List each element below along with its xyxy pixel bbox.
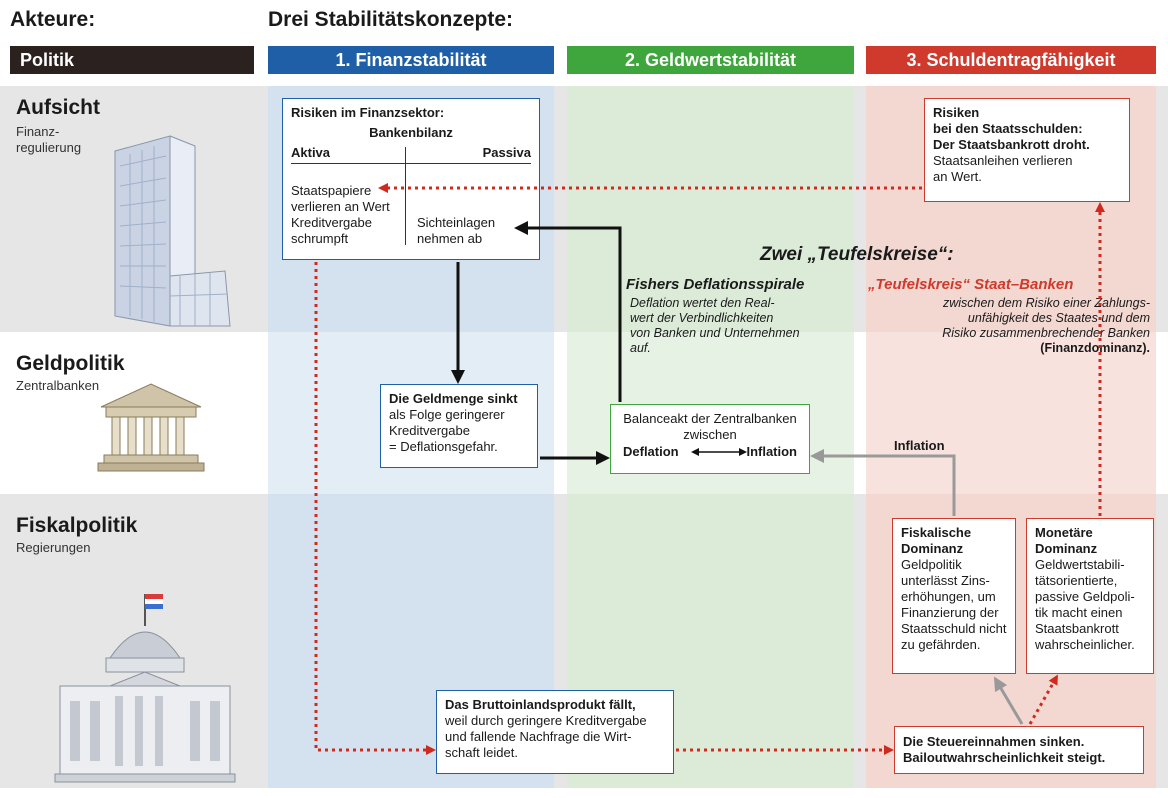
risks-financial-title: Risiken im Finanzsektor:	[291, 105, 445, 120]
balance-sheet-divider	[405, 147, 406, 245]
balance-sheet-title: Bankenbilanz	[369, 125, 453, 140]
parliament-building-icon	[54, 594, 236, 783]
gdp-falls-box: Das Bruttoinlandsprodukt fällt, weil dur…	[436, 690, 674, 774]
balance-text-2: zwischen	[683, 427, 737, 442]
vicious-text-bold: (Finanzdominanz).	[1040, 341, 1150, 355]
balance-sheet-header: Aktiva Passiva	[291, 143, 531, 164]
money-supply-text-2: Kreditvergabe	[389, 423, 470, 438]
central-bank-balance-box: Balanceakt der Zentralbanken zwischen De…	[610, 404, 810, 474]
passiva-item-2: nehmen ab	[417, 231, 483, 246]
column-header-finanzstabilitaet: 1. Finanzstabilität	[268, 46, 554, 74]
concepts-heading: Drei Stabilitätskonzepte:	[268, 8, 514, 31]
risks-government-title-3: Der Staatsbankrott droht.	[933, 137, 1090, 152]
actor-subtitle-fiskalpolitik: Regierungen	[16, 540, 91, 555]
aktiva-items: Staatspapiere verlieren an Wert Kreditve…	[291, 183, 390, 247]
arrow-tax-to-fiscal	[993, 676, 1024, 725]
gdp-text-3: schaft leidet.	[445, 745, 518, 760]
fiscal-dominance-text-1: Geldpolitik	[901, 557, 962, 572]
fisher-spiral-title: Fishers Deflationsspirale	[626, 276, 805, 293]
monetary-dominance-box: Monetäre Dominanz Geldwertstabili- tätso…	[1026, 518, 1154, 674]
risks-government-text-2: an Wert.	[933, 169, 982, 184]
actor-subtitle-aufsicht-1: Finanz-	[16, 124, 60, 139]
balance-deflation-inflation: Deflation Inflation	[619, 443, 801, 461]
monetary-dominance-title-2: Dominanz	[1035, 541, 1098, 556]
aktiva-item-4: schrumpft	[291, 231, 349, 246]
arrow-deflation-to-deposits	[514, 221, 622, 402]
aktiva-label: Aktiva	[291, 145, 331, 160]
band-mid-red	[866, 332, 1156, 494]
gdp-title: Das Bruttoinlandsprodukt fällt,	[445, 697, 636, 712]
central-bank-building-icon	[97, 383, 205, 472]
fiscal-dominance-title-1: Fiskalische	[901, 525, 972, 540]
arrow-credit-to-gdp	[314, 262, 436, 755]
balance-text-1: Balanceakt der Zentralbanken	[623, 411, 797, 426]
vicious-circle-state-banks-title: „Teufelskreis“ Staat–Banken	[868, 276, 1074, 293]
bank-tower-icon	[114, 135, 231, 327]
balance-deflation-label: Deflation	[623, 444, 679, 459]
fiscal-dominance-text-6: zu gefährden.	[901, 637, 981, 652]
actor-subtitle-aufsicht-2: regulierung	[16, 140, 82, 155]
actor-subtitle-geldpolitik: Zentralbanken	[16, 378, 100, 393]
double-arrow-icon	[691, 448, 747, 456]
monetary-dominance-text-5: Staatsbankrott	[1035, 621, 1119, 636]
passiva-items: Sichteinlagen nehmen ab	[417, 215, 495, 247]
actors-heading: Akteure:	[10, 8, 96, 31]
fisher-spiral-text: Deflation wertet den Real- wert der Verb…	[630, 296, 800, 356]
vicious-circle-state-banks-text: zwischen dem Risiko einer Zahlungs- unfä…	[942, 296, 1150, 356]
monetary-dominance-text-3: passive Geldpoli-	[1035, 589, 1135, 604]
actor-title-fiskalpolitik: Fiskalpolitik	[16, 514, 138, 537]
risks-government-title-1: Risiken	[933, 105, 980, 120]
fiscal-dominance-text-5: Staatsschuld nicht	[901, 621, 1007, 636]
vicious-text-2: unfähigkeit des Staates und dem	[967, 311, 1150, 325]
arrow-fiscal-to-inflation	[810, 449, 956, 516]
monetary-dominance-title-1: Monetäre	[1035, 525, 1093, 540]
fiscal-dominance-text-3: erhöhungen, um	[901, 589, 996, 604]
fiscal-dominance-text-2: unterlässt Zins-	[901, 573, 990, 588]
risks-financial-sector-box: Risiken im Finanzsektor: Bankenbilanz Ak…	[282, 98, 540, 260]
monetary-dominance-text-4: tik macht einen	[1035, 605, 1123, 620]
gdp-text-2: und fallende Nachfrage die Wirt-	[445, 729, 632, 744]
passiva-item-1: Sichteinlagen	[417, 215, 496, 230]
aktiva-item-3: Kreditvergabe	[291, 215, 372, 230]
fiscal-dominance-box: Fiskalische Dominanz Geldpolitik unterlä…	[892, 518, 1016, 674]
vicious-text-1: zwischen dem Risiko einer Zahlungs-	[942, 296, 1150, 310]
money-supply-text-1: als Folge geringerer	[389, 407, 505, 422]
actor-title-geldpolitik: Geldpolitik	[16, 352, 125, 375]
gdp-text-1: weil durch geringere Kreditvergabe	[445, 713, 647, 728]
monetary-dominance-text-1: Geldwertstabili-	[1035, 557, 1125, 572]
fisher-text-2: wert der Verbindlichkeiten	[630, 311, 774, 325]
aktiva-item-2: verlieren an Wert	[291, 199, 390, 214]
inflation-arrow-label: Inflation	[894, 438, 945, 453]
actor-title-aufsicht: Aufsicht	[16, 96, 100, 119]
money-supply-text-3: = Deflationsgefahr.	[389, 439, 498, 454]
money-supply-title: Die Geldmenge sinkt	[389, 391, 518, 406]
tax-revenue-line-2: Bailoutwahrscheinlichkeit steigt.	[903, 750, 1106, 765]
risks-government-text-1: Staatsanleihen verlieren	[933, 153, 1073, 168]
balance-inflation-label: Inflation	[746, 444, 797, 459]
vicious-text-3: Risiko zusammenbrechender Banken	[942, 326, 1150, 340]
two-vicious-circles-heading: Zwei „Teufelskreise“:	[760, 244, 954, 265]
column-header-schuldentragfaehigkeit: 3. Schuldentragfähigkeit	[866, 46, 1156, 74]
monetary-dominance-text-2: tätsorientierte,	[1035, 573, 1118, 588]
tax-revenue-line-1: Die Steuereinnahmen sinken.	[903, 734, 1085, 749]
fiscal-dominance-text-4: Finanzierung der	[901, 605, 999, 620]
monetary-dominance-text-6: wahrscheinlicher.	[1035, 637, 1135, 652]
risks-government-debt-box: Risiken bei den Staatsschulden: Der Staa…	[924, 98, 1130, 202]
fisher-text-1: Deflation wertet den Real-	[630, 296, 775, 310]
money-supply-box: Die Geldmenge sinkt als Folge geringerer…	[380, 384, 538, 468]
fiscal-dominance-title-2: Dominanz	[901, 541, 964, 556]
fisher-text-3: von Banken und Unternehmen	[630, 326, 800, 340]
tax-revenue-box: Die Steuereinnahmen sinken. Bailoutwahrs…	[894, 726, 1144, 774]
fisher-text-4: auf.	[630, 341, 651, 355]
passiva-label: Passiva	[482, 145, 531, 160]
aktiva-item-1: Staatspapiere	[291, 183, 372, 198]
arrow-tax-to-monetary	[1028, 674, 1058, 725]
risks-government-title-2: bei den Staatsschulden:	[933, 121, 1083, 136]
column-header-politik: Politik	[10, 46, 254, 74]
column-header-geldwertstabilitaet: 2. Geldwertstabilität	[567, 46, 854, 74]
